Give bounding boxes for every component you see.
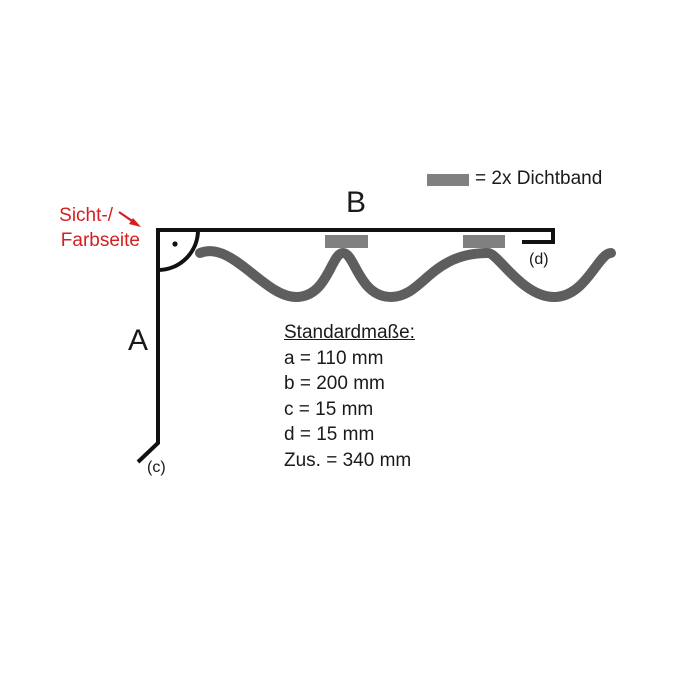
visible-side-line2: Farbseite [60,230,140,251]
corrugated-sheet [195,246,616,303]
sealing-tape-2 [463,235,505,248]
dimension-a: a = 110 mm [284,347,384,369]
visible-side-arrowhead [129,218,141,227]
standard-dimensions-title: Standardmaße: [284,322,415,343]
legend-swatch [427,174,469,186]
edge-b-label: B [346,186,367,219]
dimension-total: Zus. = 340 mm [284,449,412,471]
right-angle-arc [157,229,200,272]
fold-c-label: (c) [147,459,166,476]
visible-side-label: Sicht-/ Farbseite [40,203,140,253]
fold-d-label: (d) [529,251,549,268]
legend-label: = 2x Dichtband [475,168,603,189]
standard-dimensions: Standardmaße: a = 110 mm b = 200 mm c = … [284,320,415,473]
dimension-b: b = 200 mm [284,373,385,394]
edge-a-label: A [128,324,149,357]
dimension-c: c = 15 mm [284,398,374,420]
right-angle-dot [172,241,178,247]
dimension-d: d = 15 mm [284,424,375,445]
flashing-profile [136,228,555,464]
sealing-tape-1 [325,235,368,248]
visible-side-line1: Sicht-/ [59,205,113,226]
